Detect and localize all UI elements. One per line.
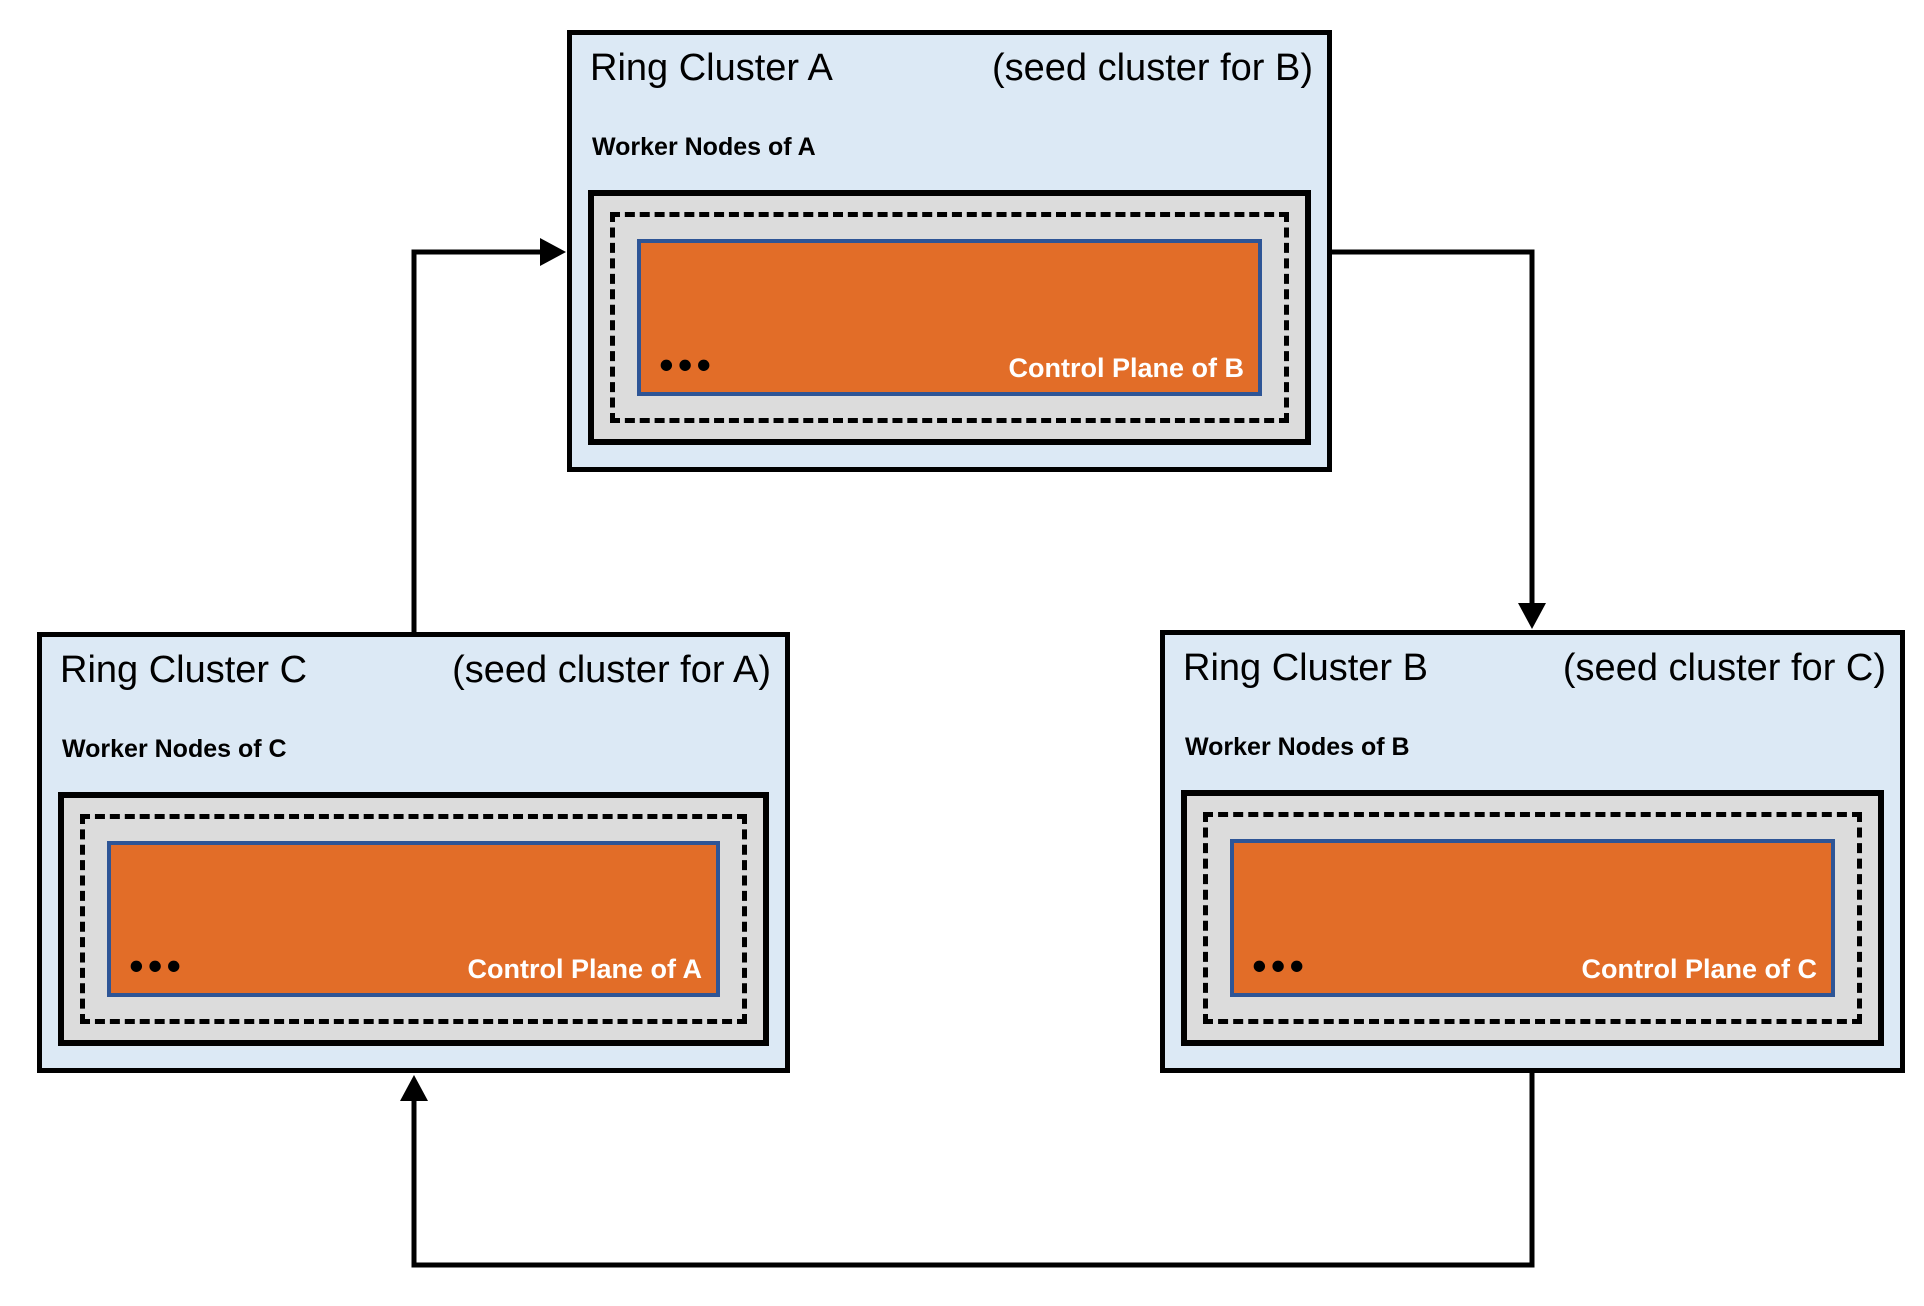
cluster-c-control-plane-label: Control Plane of A [467,954,703,984]
cluster-c-dashed-boundary: ••• Control Plane of A [80,814,747,1024]
arrow-b-to-c [400,1073,1535,1268]
cluster-c-ellipsis-dots: ••• [129,942,186,989]
cluster-a-dashed-boundary: ••• Control Plane of B [610,212,1289,423]
cluster-a-ellipsis-dots: ••• [659,341,716,388]
cluster-b-title: Ring Cluster B [1183,647,1428,689]
cluster-b-control-plane-box: ••• Control Plane of C [1230,839,1835,997]
cluster-c-seed-note: (seed cluster for A) [452,649,771,691]
cluster-a-title-row: Ring Cluster A (seed cluster for B) [590,45,1313,93]
arrow-a-to-b [1332,249,1546,629]
cluster-b-worker-nodes-label: Worker Nodes of B [1185,733,1410,761]
cluster-b-worker-nodes-box: ••• Control Plane of C [1181,790,1884,1046]
cluster-a-control-plane-label: Control Plane of B [1008,353,1245,383]
arrow-c-to-a [411,238,566,632]
cluster-b-dashed-boundary: ••• Control Plane of C [1203,812,1862,1024]
cluster-c-worker-nodes-label: Worker Nodes of C [62,735,287,763]
cluster-a-worker-nodes-label: Worker Nodes of A [592,133,816,161]
ring-cluster-c-box: Ring Cluster C (seed cluster for A) Work… [37,632,790,1073]
cluster-a-title: Ring Cluster A [590,47,833,89]
cluster-a-control-plane-box: ••• Control Plane of B [637,239,1262,396]
cluster-b-control-plane-label: Control Plane of C [1581,954,1818,984]
cluster-b-ellipsis-dots: ••• [1252,942,1309,989]
cluster-c-title: Ring Cluster C [60,649,308,691]
cluster-a-worker-nodes-box: ••• Control Plane of B [588,190,1311,445]
cluster-c-worker-nodes-box: ••• Control Plane of A [58,792,769,1046]
cluster-b-seed-note: (seed cluster for C) [1562,647,1886,689]
cluster-b-title-row: Ring Cluster B (seed cluster for C) [1183,645,1886,693]
ring-cluster-a-box: Ring Cluster A (seed cluster for B) Work… [567,30,1332,472]
cluster-c-control-plane-box: ••• Control Plane of A [107,841,720,997]
ring-cluster-b-box: Ring Cluster B (seed cluster for C) Work… [1160,630,1905,1073]
cluster-a-seed-note: (seed cluster for B) [992,47,1313,89]
cluster-c-title-row: Ring Cluster C (seed cluster for A) [60,647,771,695]
